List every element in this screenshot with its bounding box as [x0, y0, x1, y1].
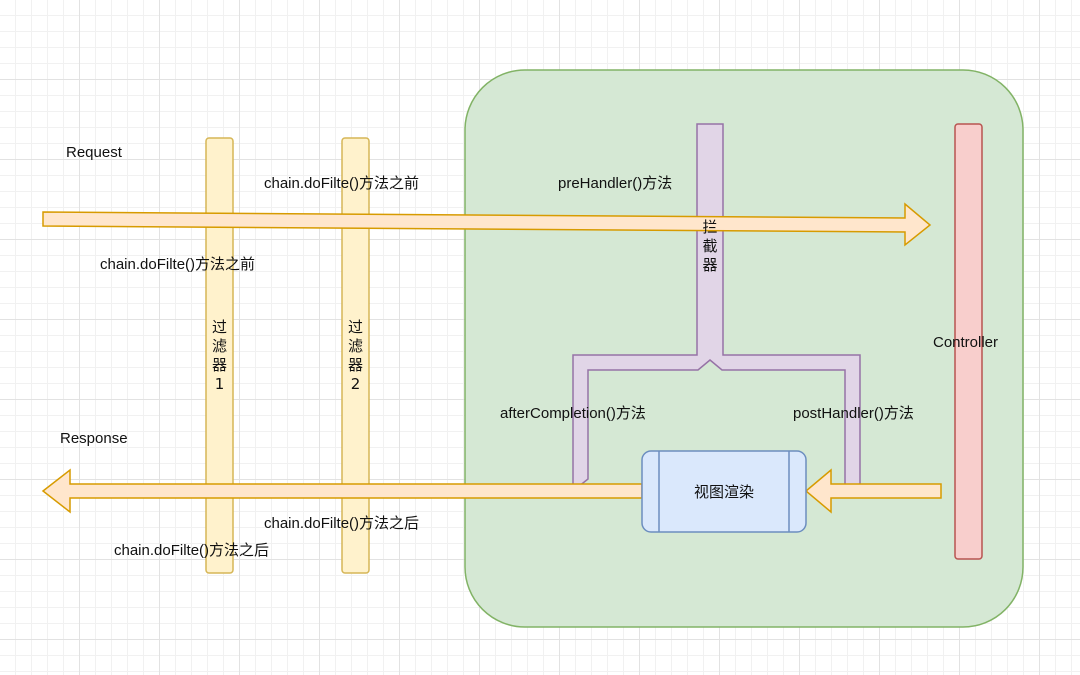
filter-1-char: 滤 — [211, 337, 227, 355]
filter-2-char: 过 — [347, 318, 363, 336]
controller-label: Controller — [933, 334, 999, 351]
filter-2-label: 过 滤 器 2 — [342, 318, 369, 394]
controller-to-view-arrow — [804, 468, 942, 514]
request-label: Request — [66, 144, 122, 161]
interceptor-char: 器 — [702, 256, 718, 274]
filter-1-char: 1 — [214, 375, 225, 393]
interceptor-char: 拦 — [702, 218, 718, 236]
filter-1-char: 器 — [211, 356, 227, 374]
filter-2-after-label: chain.doFilte()方法之后 — [264, 515, 420, 532]
after-completion-label: afterCompletion()方法 — [500, 405, 646, 422]
filter-2-char: 滤 — [347, 337, 363, 355]
filter-1-after-label: chain.doFilte()方法之后 — [114, 542, 270, 559]
request-arrow — [42, 202, 932, 247]
interceptor-char: 截 — [702, 237, 718, 255]
filter-2-char: 器 — [347, 356, 363, 374]
interceptor-shape — [572, 123, 861, 493]
filter-1-before-label: chain.doFilte()方法之前 — [100, 256, 256, 273]
post-handler-label: postHandler()方法 — [793, 405, 914, 422]
response-label: Response — [60, 430, 128, 447]
filter-2-char: 2 — [350, 375, 361, 393]
view-render-label: 视图渲染 — [693, 483, 754, 501]
filter-2-before-label: chain.doFilte()方法之前 — [264, 175, 420, 192]
filter-2-bar — [341, 137, 370, 574]
view-render-box — [641, 450, 807, 533]
filter-1-bar — [205, 137, 234, 574]
filter-1-label: 过 滤 器 1 — [206, 318, 233, 394]
interceptor-label: 拦 截 器 — [697, 218, 723, 275]
filter-1-char: 过 — [211, 318, 227, 336]
pre-handler-label: preHandler()方法 — [558, 175, 673, 192]
controller-bar — [954, 123, 983, 560]
